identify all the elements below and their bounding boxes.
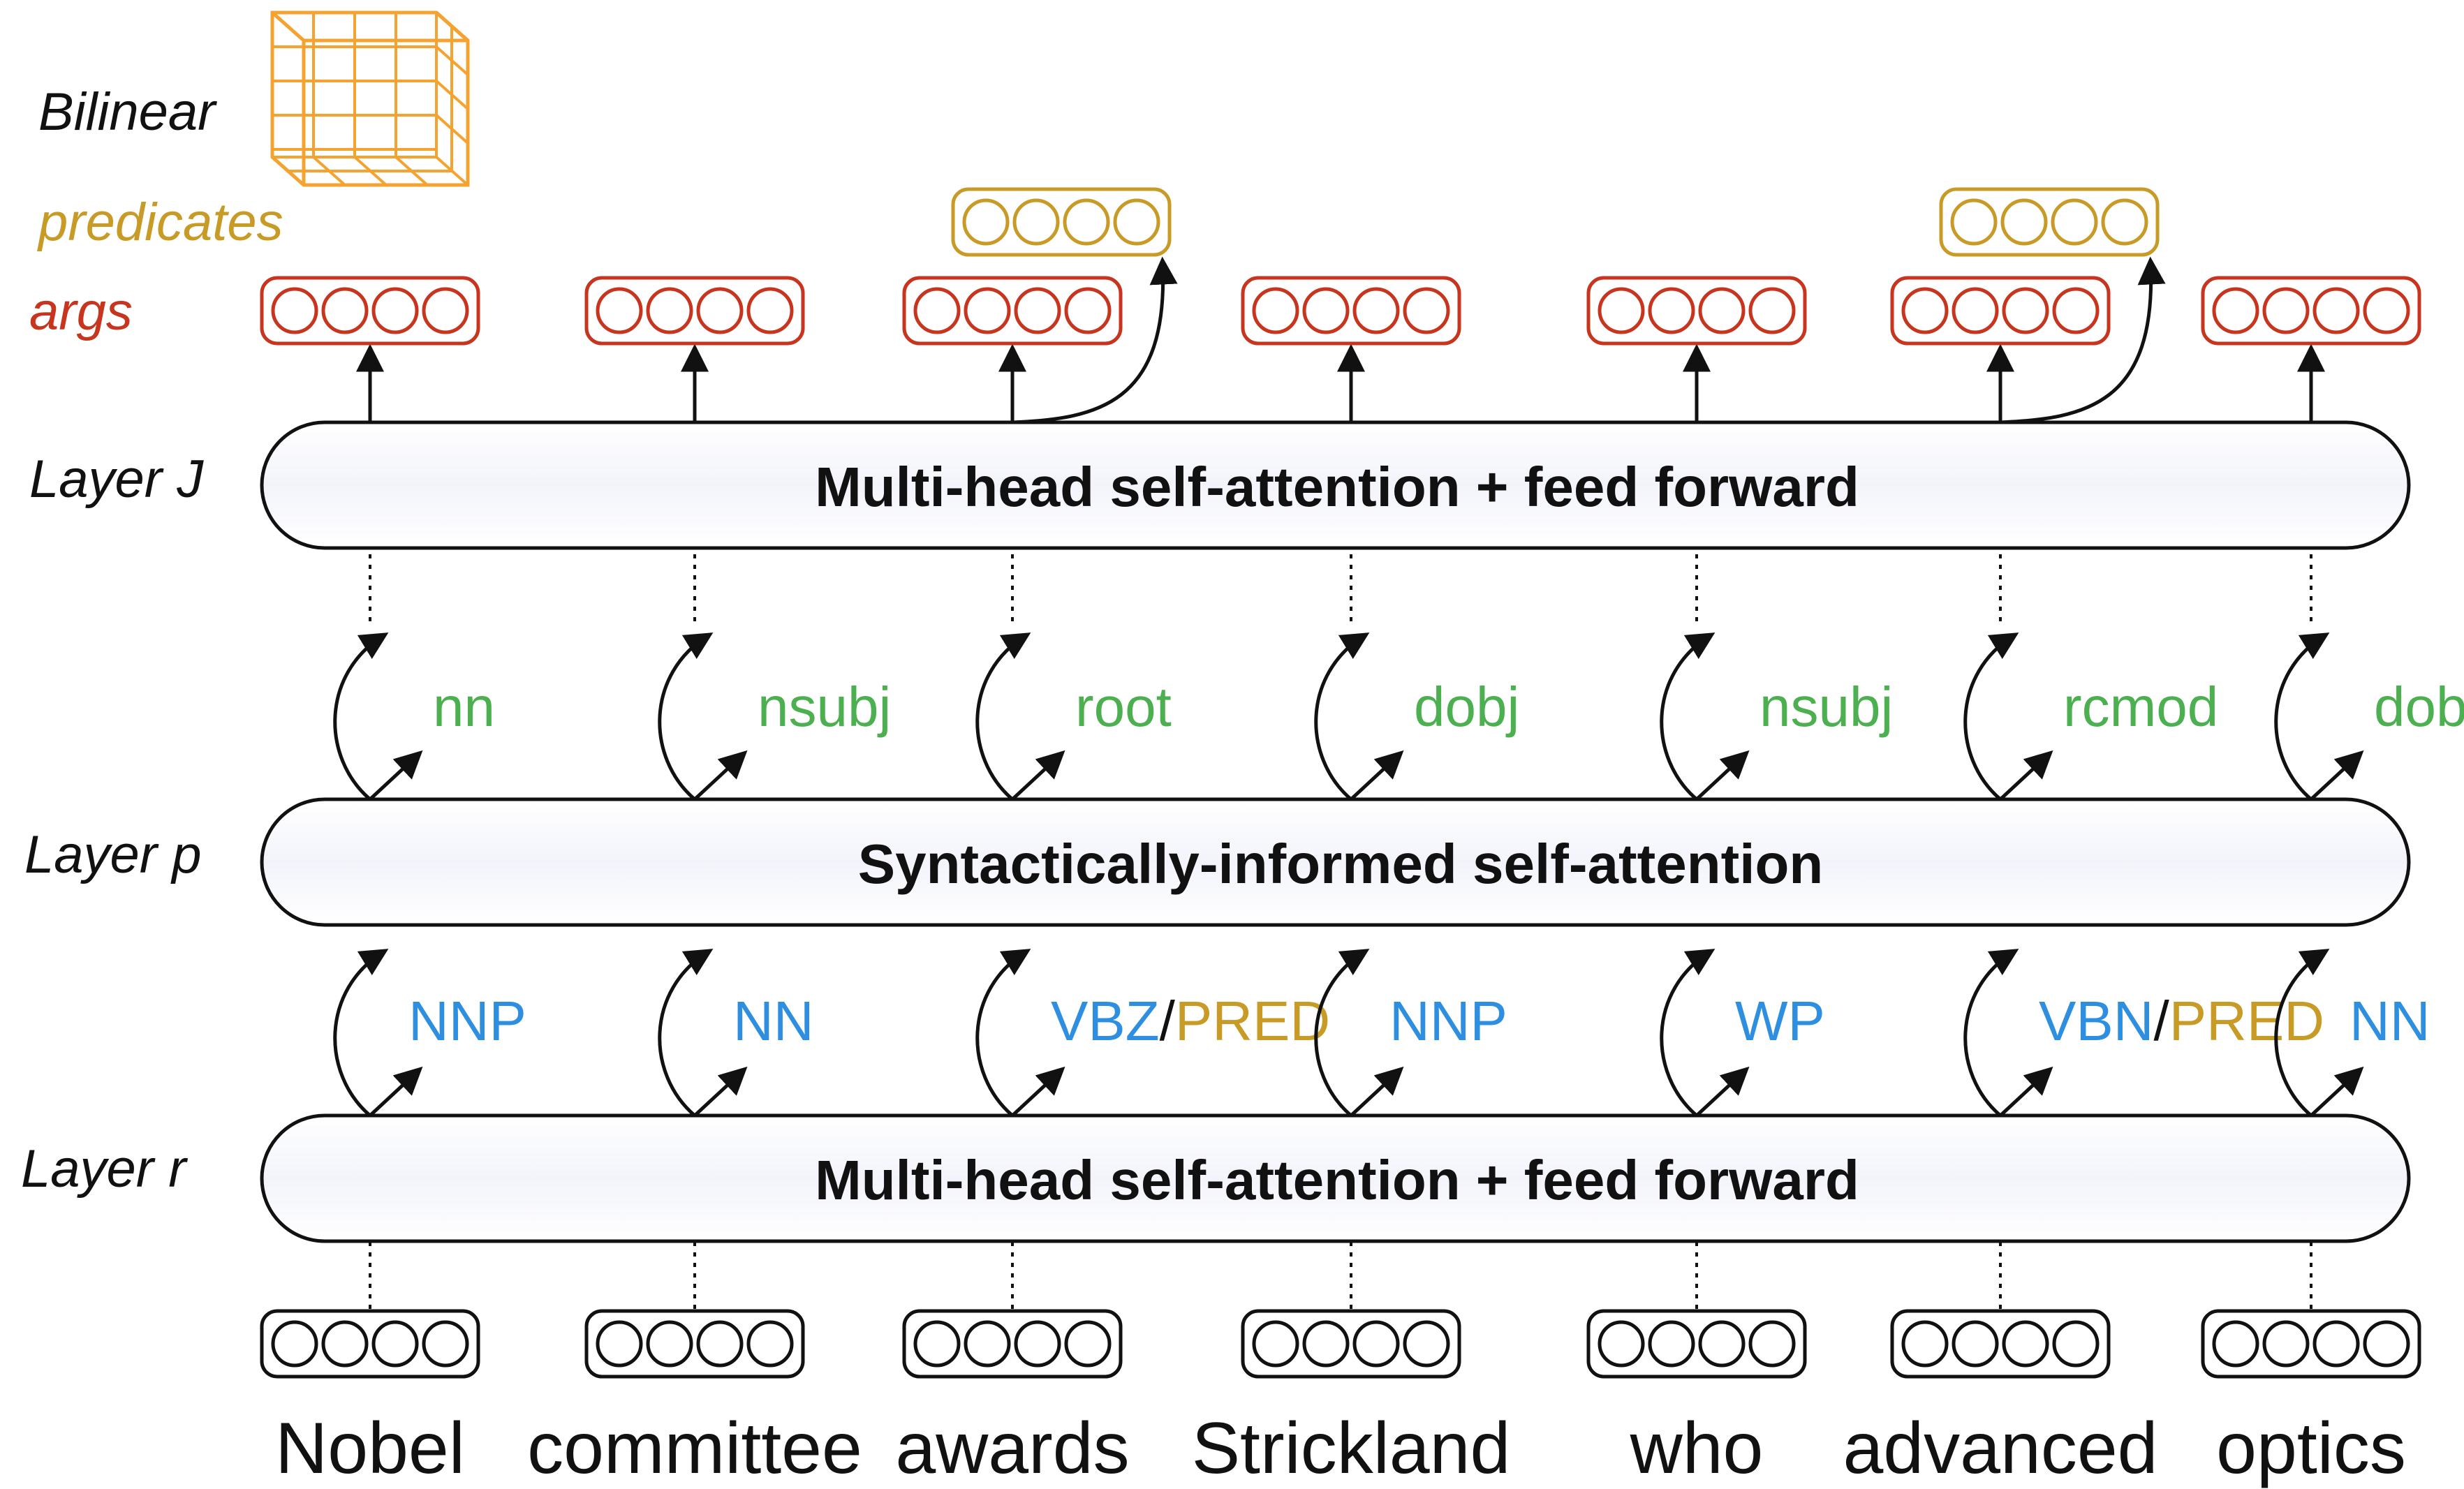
token-3-predicate-vector [951, 187, 1172, 257]
token-5-word: who [1630, 1408, 1764, 1489]
token-6-input-vector [1890, 1309, 2111, 1379]
layer-p-title: Syntactically-informed self-attention [858, 833, 1823, 895]
token-7-pos-curved-arrow [2274, 949, 2330, 1117]
token-7-args-vector [2201, 276, 2421, 346]
bilinear-tensor-icon [270, 10, 470, 187]
token-6-pos-tag: VBN/PRED [2039, 990, 2324, 1052]
token-1-pos-small-arrow [369, 1066, 423, 1117]
token-2-pos-tag: NN [733, 990, 814, 1052]
token-7-pos-small-arrow [2310, 1066, 2364, 1117]
token-4-dep-label: dobj [1414, 676, 1519, 738]
token-7-dep-curved-arrow [2274, 632, 2330, 801]
token-6-dep-curved-arrow [1963, 632, 2019, 801]
token-5-pos-small-arrow [1695, 1066, 1750, 1117]
layer-r-label: Layer r [21, 1139, 188, 1199]
token-1-dep-curved-arrow [333, 632, 389, 801]
token-6-dep-label: rcmod [2063, 676, 2218, 738]
token-2-args-vector [584, 276, 805, 346]
token-6-word: advanced [1843, 1408, 2157, 1489]
token-6-pos-curved-arrow [1963, 949, 2019, 1117]
token-4-pos-label: NNP [1389, 990, 1507, 1052]
token-6-pos-small-arrow [1999, 1066, 2053, 1117]
token-7-input-vector [2201, 1309, 2421, 1379]
token-3-input-vector [902, 1309, 1123, 1379]
token-2-dep-label: nsubj [758, 676, 891, 738]
token-4-dep-curved-arrow [1314, 632, 1370, 801]
token-7-dep-small-arrow [2310, 750, 2364, 801]
token-4-input-vector [1241, 1309, 1461, 1379]
token-7-pos-tag: NN [2349, 990, 2430, 1052]
token-3-dep-small-arrow [1011, 750, 1065, 801]
predicates-label: predicates [37, 193, 283, 252]
token-6-pred-tag: PRED [2169, 990, 2324, 1052]
token-3-pos-label: VBZ [1051, 990, 1160, 1052]
token-5-dep-label: nsubj [1760, 676, 1893, 738]
token-3-pos-curved-arrow [975, 949, 1031, 1117]
layer-j-label: Layer J [29, 450, 204, 509]
layer-p-label: Layer p [24, 825, 202, 884]
token-2-pos-label: NN [733, 990, 814, 1052]
token-3-dep-label: root [1075, 676, 1172, 738]
layer-p-bar: Syntactically-informed self-attention [260, 797, 2411, 927]
token-3-args-vector [902, 276, 1123, 346]
args-label: args [29, 282, 133, 341]
token-1-dep-small-arrow [369, 750, 423, 801]
token-6-args-vector [1890, 276, 2111, 346]
token-2-word: committee [527, 1408, 862, 1489]
token-5-pos-curved-arrow [1660, 949, 1716, 1117]
token-7-word: optics [2216, 1408, 2406, 1489]
token-5-input-vector [1586, 1309, 1807, 1379]
token-7-pos-label: NN [2349, 990, 2430, 1052]
token-2-dep-curved-arrow [658, 632, 714, 801]
token-3-dep-curved-arrow [975, 632, 1031, 801]
token-3-predicate-arrow [1012, 256, 1178, 424]
token-6-pos-label: VBN [2039, 990, 2154, 1052]
token-6-dep-small-arrow [1999, 750, 2053, 801]
token-columns: NobelNNPnncommitteeNNnsubjawardsVBZ/PRED… [260, 187, 2464, 1489]
token-6-tag-slash: / [2154, 990, 2170, 1052]
token-4-pos-curved-arrow [1314, 949, 1370, 1117]
token-4-dep-small-arrow [1350, 750, 1404, 801]
token-3-pos-small-arrow [1011, 1066, 1065, 1117]
token-2-input-vector [584, 1309, 805, 1379]
token-3-pred-tag: PRED [1175, 990, 1330, 1052]
token-2-pos-small-arrow [693, 1066, 748, 1117]
token-6-predicate-arrow [2000, 256, 2166, 424]
token-4-pos-tag: NNP [1389, 990, 1507, 1052]
layer-r-title: Multi-head self-attention + feed forward [815, 1149, 1859, 1211]
token-1-args-vector [260, 276, 480, 346]
token-1-dep-label: nn [433, 676, 495, 738]
token-4-pos-small-arrow [1350, 1066, 1404, 1117]
token-3-pos-tag: VBZ/PRED [1051, 990, 1330, 1052]
token-6-predicate-vector [1939, 187, 2160, 257]
token-1-pos-curved-arrow [333, 949, 389, 1117]
token-5-dep-curved-arrow [1660, 632, 1716, 801]
layer-j-title: Multi-head self-attention + feed forward [815, 456, 1859, 518]
token-3-tag-slash: / [1160, 990, 1176, 1052]
token-5-pos-label: WP [1735, 990, 1825, 1052]
token-4-args-vector [1241, 276, 1461, 346]
token-4-word: Strickland [1192, 1408, 1511, 1489]
layer-j-bar: Multi-head self-attention + feed forward [260, 420, 2411, 550]
token-1-input-vector [260, 1309, 480, 1379]
bilinear-label: Bilinear [38, 82, 217, 142]
token-5-pos-tag: WP [1735, 990, 1825, 1052]
token-1-pos-label: NNP [408, 990, 526, 1052]
token-5-dep-small-arrow [1695, 750, 1750, 801]
token-1-word: Nobel [275, 1408, 465, 1489]
token-5-args-vector [1586, 276, 1807, 346]
token-2-dep-small-arrow [693, 750, 748, 801]
layer-r-bar: Multi-head self-attention + feed forward [260, 1113, 2411, 1243]
token-2-pos-curved-arrow [658, 949, 714, 1117]
token-7-dep-label: dobj [2374, 676, 2464, 738]
token-1-pos-tag: NNP [408, 990, 526, 1052]
token-3-word: awards [895, 1408, 1129, 1489]
